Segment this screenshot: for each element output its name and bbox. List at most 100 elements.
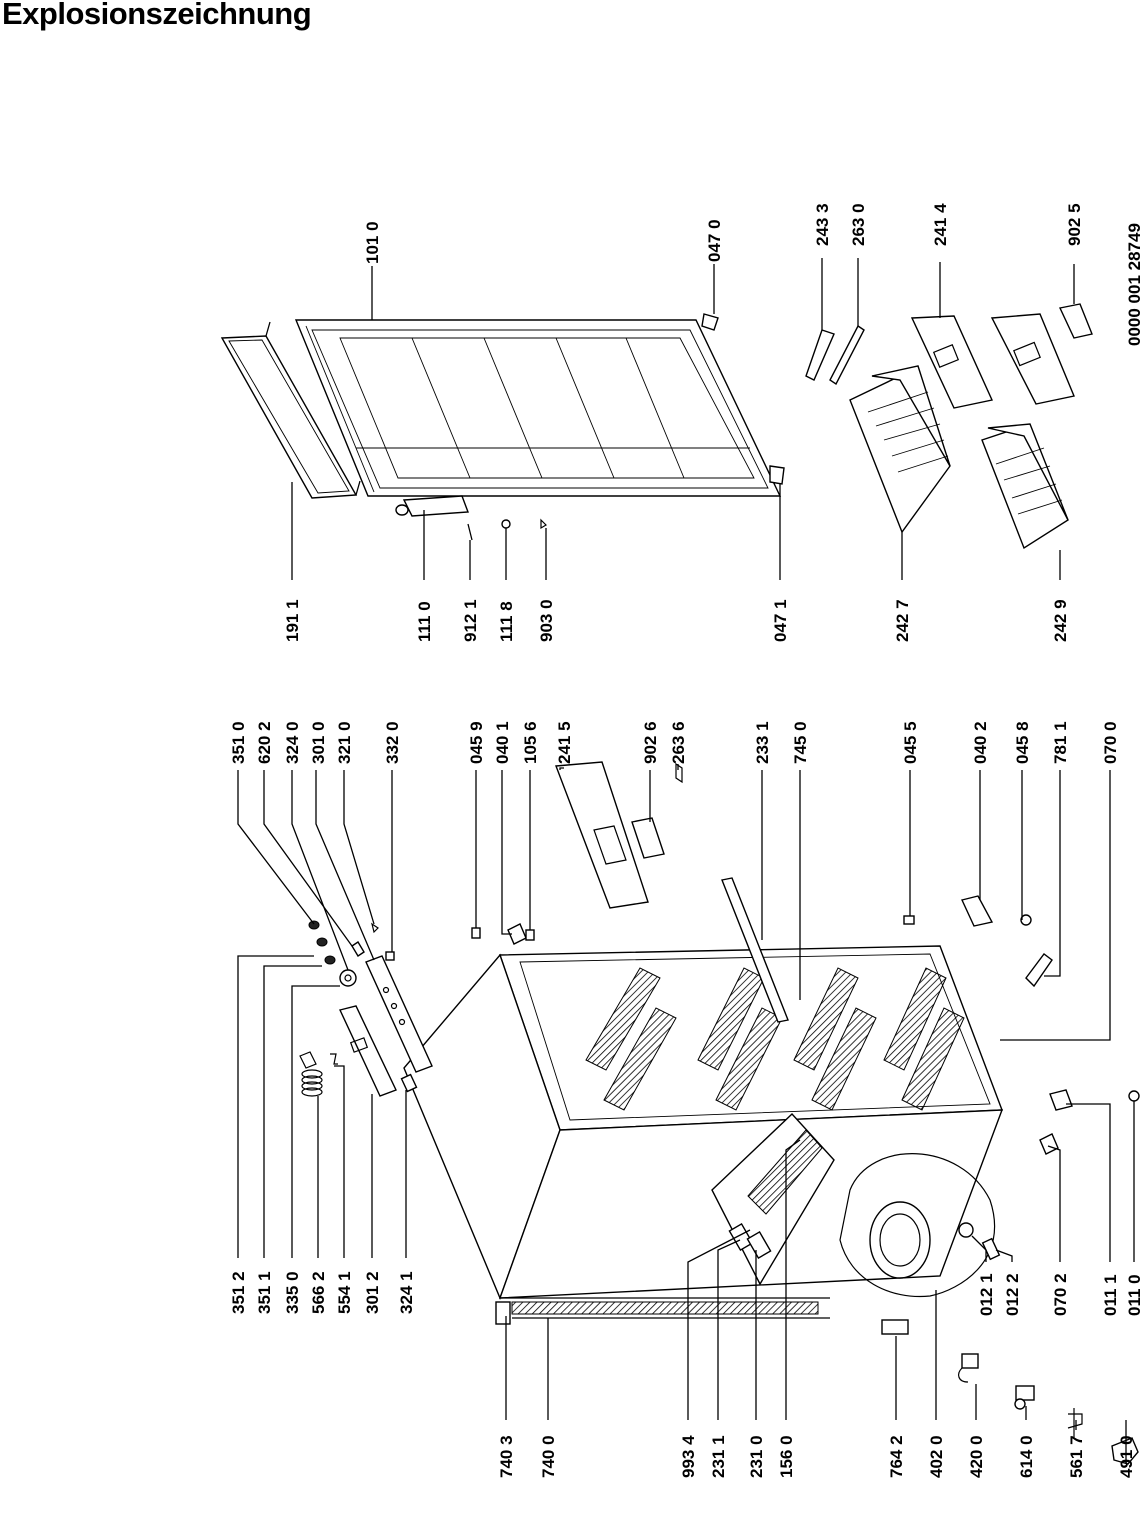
part-3320 <box>385 951 395 961</box>
part-6140 <box>1014 1385 1035 1410</box>
callout-3210: 321 0 <box>335 721 354 764</box>
basket-2429 <box>981 423 1069 550</box>
callout-1560: 156 0 <box>777 1435 796 1478</box>
door-bars <box>805 324 865 386</box>
callout-1110: 111 0 <box>415 601 434 642</box>
callout-2331: 233 1 <box>753 721 772 764</box>
callout-3320: 332 0 <box>383 721 402 764</box>
callout-2310: 231 0 <box>747 1435 766 1478</box>
callout-labels: 101 0 047 0 243 3 263 0 241 4 902 5 0000… <box>229 203 1144 1478</box>
page-title: Explosionszeichnung <box>2 0 312 31</box>
callout-5617: 561 7 <box>1067 1435 1086 1478</box>
callout-5541: 554 1 <box>335 1271 354 1314</box>
callout-3510: 351 0 <box>229 721 248 764</box>
callout-0471: 047 1 <box>771 599 790 642</box>
door-handle <box>395 495 469 517</box>
part-4200 <box>958 1353 979 1383</box>
leader-lines <box>237 258 1135 1460</box>
corner-7403 <box>495 1301 511 1325</box>
drawers <box>849 303 1093 550</box>
part-0111 <box>1049 1089 1073 1111</box>
part-6202 <box>351 941 365 957</box>
callout-2630: 263 0 <box>849 203 868 246</box>
condenser-module <box>711 1113 835 1286</box>
part-3210 <box>371 922 379 934</box>
callout-4200: 420 0 <box>967 1435 986 1478</box>
door-screws <box>467 518 547 541</box>
flap-2415 <box>555 761 649 909</box>
part-2636 <box>675 762 683 784</box>
callout-0402: 040 2 <box>971 721 990 764</box>
part-0402 <box>961 895 994 927</box>
callout-9025: 902 5 <box>1065 203 1084 246</box>
callout-1010: 101 0 <box>363 221 382 264</box>
part-7811 <box>1025 953 1053 988</box>
callout-0111: 011 1 <box>1101 1274 1120 1316</box>
callout-2414: 241 4 <box>931 203 950 246</box>
callout-3012: 301 2 <box>363 1271 382 1314</box>
callout-0458: 045 8 <box>1013 721 1032 764</box>
callout-9030: 903 0 <box>537 599 556 642</box>
evaporator-shelves <box>585 967 965 1111</box>
callout-2433: 243 3 <box>813 203 832 246</box>
part-1056 <box>525 929 535 941</box>
callout-7811: 781 1 <box>1051 721 1070 764</box>
flap-9025 <box>990 313 1075 405</box>
callout-2429: 242 9 <box>1051 599 1070 642</box>
callout-4910: 491 0 <box>1117 1435 1136 1478</box>
callout-9026: 902 6 <box>641 721 660 764</box>
callout-3240: 324 0 <box>283 721 302 764</box>
basket-2427 <box>849 365 951 534</box>
door-gasket <box>220 321 361 499</box>
callout-3010: 301 0 <box>309 721 328 764</box>
part-4910 <box>1111 1437 1139 1465</box>
callout-3512: 351 2 <box>229 1271 248 1314</box>
part-7642 <box>881 1319 909 1335</box>
part-0702 <box>1039 1133 1059 1155</box>
callout-0110: 011 0 <box>1125 1274 1144 1316</box>
callout-5662: 566 2 <box>309 1271 328 1314</box>
callout-2311: 231 1 <box>709 1435 728 1478</box>
callout-2636: 263 6 <box>669 721 688 764</box>
part-0110 <box>1128 1090 1140 1112</box>
callout-0455: 045 5 <box>901 721 920 764</box>
callout-3241: 324 1 <box>397 1271 416 1314</box>
part-0458 <box>1020 914 1032 926</box>
part-0455 <box>903 915 915 925</box>
callout-7450: 745 0 <box>791 721 810 764</box>
hinge-top <box>701 313 719 331</box>
part-9026 <box>631 817 665 859</box>
part-5617 <box>1067 1408 1083 1438</box>
callout-0459: 045 9 <box>467 721 486 764</box>
callout-2415: 241 5 <box>555 721 574 764</box>
part-5541 <box>330 1053 338 1065</box>
hinge-bottom <box>769 465 785 485</box>
callout-0122: 012 2 <box>1003 1273 1022 1316</box>
document-number: 0000 001 28749 <box>1125 223 1144 346</box>
base-grille-7400 <box>500 1297 830 1319</box>
callout-0121: 012 1 <box>977 1273 996 1316</box>
callout-9121: 912 1 <box>461 599 480 642</box>
door-assembly <box>220 313 785 541</box>
callout-1056: 105 6 <box>521 721 540 764</box>
callout-1118: 111 8 <box>497 601 516 642</box>
callout-6202: 620 2 <box>255 721 274 764</box>
control-panel <box>339 955 433 1097</box>
callout-7403: 740 3 <box>497 1435 516 1478</box>
part-0459 <box>471 927 481 939</box>
callout-6140: 614 0 <box>1017 1435 1036 1478</box>
spring-5662 <box>299 1051 323 1097</box>
callout-2427: 242 7 <box>893 599 912 642</box>
callout-9934: 993 4 <box>679 1435 698 1478</box>
callout-4020: 402 0 <box>927 1435 946 1478</box>
callout-0470: 047 0 <box>705 219 724 262</box>
callout-0702: 070 2 <box>1051 1273 1070 1316</box>
callout-7642: 764 2 <box>887 1435 906 1478</box>
callout-1911: 191 1 <box>283 599 302 642</box>
door-panel <box>294 319 782 497</box>
rod-2331 <box>721 877 789 1023</box>
callout-3350: 335 0 <box>283 1271 302 1314</box>
part-3241 <box>400 1073 418 1093</box>
callout-3511: 351 1 <box>255 1271 274 1314</box>
